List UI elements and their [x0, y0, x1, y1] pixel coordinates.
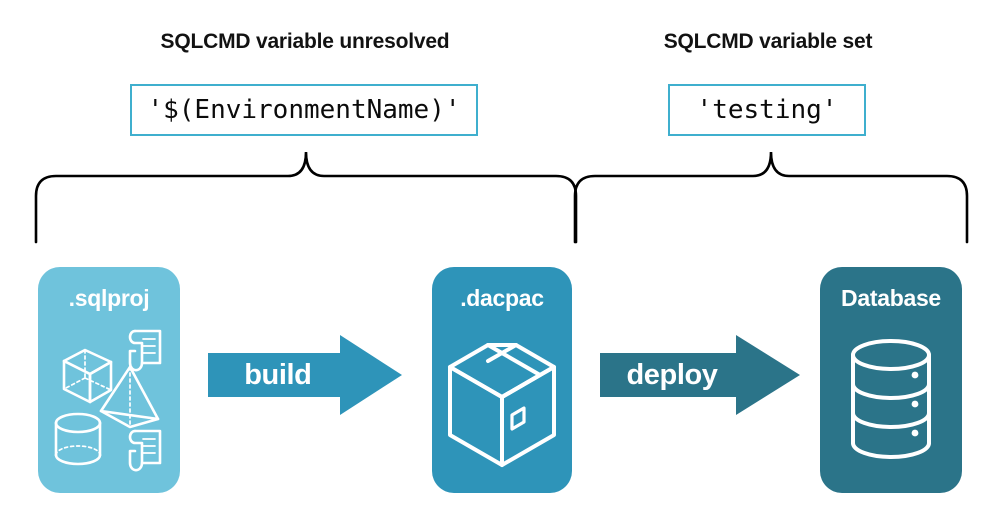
card-database-label: Database — [841, 285, 941, 311]
card-sqlproj-artwork — [38, 319, 180, 479]
script-icon — [128, 329, 162, 372]
arrow-build-shape — [208, 335, 402, 415]
card-database[interactable]: Database — [820, 267, 962, 493]
card-dacpac[interactable]: .dacpac — [432, 267, 572, 493]
heading-sqlcmd-variable-set: SQLCMD variable set — [663, 30, 873, 53]
arrow-deploy-shape — [600, 335, 800, 415]
cylinder-icon — [54, 412, 102, 466]
card-dacpac-label: .dacpac — [460, 285, 544, 311]
database-cylinder-icon — [851, 339, 931, 459]
arrow-deploy[interactable]: deploy — [600, 333, 800, 417]
brace-left-group — [26, 148, 586, 244]
arrow-build[interactable]: build — [208, 333, 402, 417]
heading-sqlcmd-variable-unresolved: SQLCMD variable unresolved — [160, 30, 450, 53]
brace-right-group — [566, 148, 976, 244]
cube-icon — [62, 348, 113, 404]
script-icon — [128, 429, 162, 472]
code-box-testing: 'testing' — [668, 84, 866, 136]
package-box-icon — [448, 343, 556, 467]
card-database-artwork — [820, 319, 962, 479]
brace-left-icon — [34, 151, 578, 244]
brace-right-icon — [573, 151, 969, 244]
card-sqlproj[interactable]: .sqlproj — [38, 267, 180, 493]
pyramid-icon — [99, 365, 160, 429]
card-dacpac-artwork — [432, 319, 572, 479]
code-box-environment-name: '$(EnvironmentName)' — [130, 84, 478, 136]
card-sqlproj-label: .sqlproj — [68, 285, 150, 311]
